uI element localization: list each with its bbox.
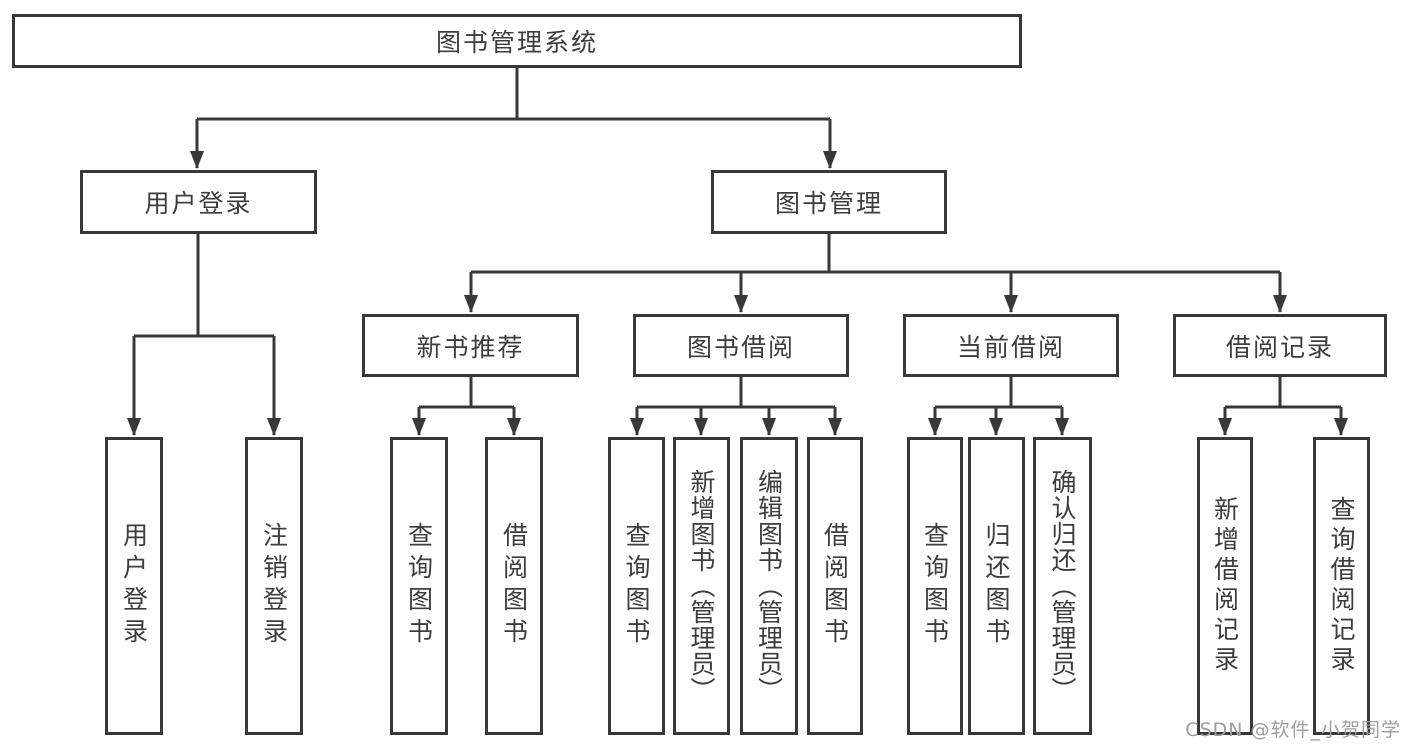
csdn-watermark: CSDN @软件_小贺同学 bbox=[1185, 719, 1401, 741]
leaf-recommend-borrow-book-label: 借阅图书 bbox=[499, 522, 529, 650]
leaf-borrow-query-book: 查询图书 bbox=[608, 437, 665, 735]
leaf-recommend-query-book-label: 查询图书 bbox=[404, 522, 434, 650]
leaf-add-borrow-record-label: 新增借阅记录 bbox=[1210, 496, 1240, 676]
leaf-logout: 注销登录 bbox=[245, 437, 303, 735]
leaf-return-book: 归还图书 bbox=[968, 437, 1025, 735]
node-root: 图书管理系统 bbox=[12, 14, 1022, 68]
node-borrow-record: 借阅记录 bbox=[1173, 314, 1387, 377]
node-user-login: 用户登录 bbox=[80, 170, 317, 234]
node-borrow-record-label: 借阅记录 bbox=[1225, 332, 1334, 362]
leaf-query-borrow-record: 查询借阅记录 bbox=[1313, 437, 1370, 735]
leaf-borrow-book: 借阅图书 bbox=[807, 437, 863, 735]
node-new-book-recommend: 新书推荐 bbox=[362, 314, 579, 377]
leaf-confirm-return-admin-label: 确认归还（管理员） bbox=[1048, 469, 1077, 703]
node-root-label: 图书管理系统 bbox=[435, 28, 598, 57]
leaf-add-borrow-record: 新增借阅记录 bbox=[1197, 437, 1253, 735]
leaf-recommend-borrow-book: 借阅图书 bbox=[485, 437, 543, 735]
leaf-return-book-label: 归还图书 bbox=[982, 522, 1011, 650]
leaf-recommend-query-book: 查询图书 bbox=[390, 437, 448, 735]
leaf-add-book-admin-label: 新增图书（管理员） bbox=[687, 469, 716, 703]
node-current-borrow-label: 当前借阅 bbox=[956, 332, 1065, 362]
leaf-confirm-return-admin: 确认归还（管理员） bbox=[1033, 437, 1092, 735]
node-book-borrow-label: 图书借阅 bbox=[686, 332, 795, 362]
leaf-edit-book-admin-label: 编辑图书（管理员） bbox=[754, 469, 784, 703]
leaf-query-borrow-record-label: 查询借阅记录 bbox=[1327, 496, 1356, 676]
leaf-edit-book-admin: 编辑图书（管理员） bbox=[740, 437, 798, 735]
leaf-borrow-query-book-label: 查询图书 bbox=[622, 522, 651, 650]
leaf-current-query-book: 查询图书 bbox=[907, 437, 963, 735]
leaf-current-query-book-label: 查询图书 bbox=[920, 522, 950, 650]
node-new-book-recommend-label: 新书推荐 bbox=[416, 332, 525, 362]
node-current-borrow: 当前借阅 bbox=[903, 314, 1119, 377]
node-user-login-label: 用户登录 bbox=[144, 189, 253, 218]
leaf-user-login-label: 用户登录 bbox=[119, 522, 149, 650]
leaf-logout-label: 注销登录 bbox=[259, 522, 289, 650]
node-book-management: 图书管理 bbox=[711, 170, 947, 234]
leaf-add-book-admin: 新增图书（管理员） bbox=[673, 437, 730, 735]
node-book-borrow: 图书借阅 bbox=[633, 314, 849, 377]
leaf-user-login: 用户登录 bbox=[105, 437, 163, 735]
node-book-management-label: 图书管理 bbox=[774, 189, 883, 218]
leaf-borrow-book-label: 借阅图书 bbox=[820, 522, 850, 650]
